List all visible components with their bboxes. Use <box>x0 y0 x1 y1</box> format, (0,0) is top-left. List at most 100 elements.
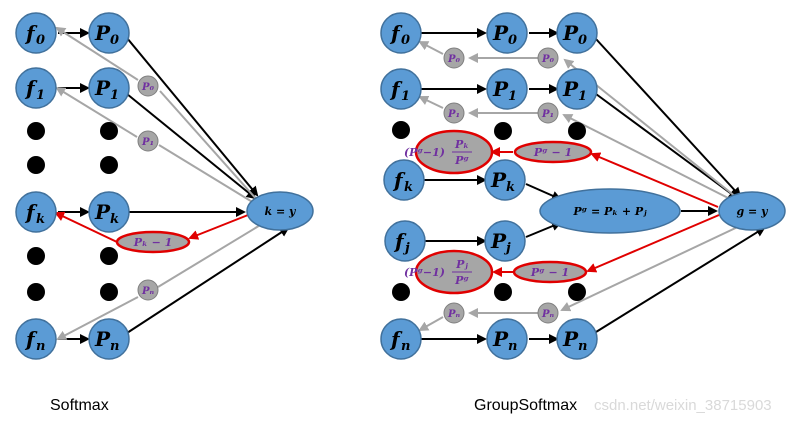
svg-text:f: f <box>392 168 406 192</box>
arrow-pn-target <box>595 226 766 333</box>
svg-text:1: 1 <box>508 89 517 104</box>
svg-text:0: 0 <box>578 33 587 48</box>
svg-text:k: k <box>404 180 413 195</box>
gray-p1small-f1 <box>418 95 444 109</box>
gray-p0small-f0 <box>55 26 139 81</box>
svg-text:P: P <box>94 200 111 224</box>
svg-text:1: 1 <box>36 88 45 103</box>
svg-text:P: P <box>492 77 509 101</box>
svg-text:f: f <box>24 21 38 45</box>
red-gradient-oval: Pₖ − 1 <box>115 230 191 254</box>
arrow-p0-target <box>126 37 259 197</box>
svg-text:Pₖ: Pₖ <box>454 138 469 151</box>
svg-text:k = y: k = y <box>265 205 297 218</box>
ellipsis-dot <box>494 283 512 301</box>
arrow-p0-target <box>595 38 742 198</box>
svg-text:n: n <box>578 339 587 354</box>
small-node-p0: P₀ <box>137 75 159 97</box>
svg-text:n: n <box>36 339 45 354</box>
arrow-pk-group <box>525 183 562 201</box>
ellipsis-dot <box>27 283 45 301</box>
svg-text:f: f <box>389 327 403 351</box>
group-node: Pᵍ = Pₖ + Pⱼ <box>539 188 681 234</box>
svg-text:j: j <box>402 241 410 256</box>
svg-text:P₀: P₀ <box>141 82 155 93</box>
svg-text:1: 1 <box>578 89 587 104</box>
red-fraction-oval-j: (Pᵍ−1) Pⱼ Pᵍ <box>404 249 494 295</box>
svg-text:1: 1 <box>401 89 410 104</box>
svg-text:Pₙ: Pₙ <box>541 309 555 320</box>
svg-text:(Pᵍ−1): (Pᵍ−1) <box>404 266 445 279</box>
svg-text:P: P <box>562 21 579 45</box>
svg-text:f: f <box>389 21 403 45</box>
svg-text:f: f <box>389 77 403 101</box>
small-node-pn: Pₙ <box>137 279 159 301</box>
gray-pnsmall-fn <box>56 296 139 340</box>
svg-text:P₁: P₁ <box>141 137 154 148</box>
red-target-oval <box>188 214 249 240</box>
svg-text:f: f <box>24 327 38 351</box>
svg-text:P: P <box>490 229 507 253</box>
small-node-p0-left: P₀ <box>443 47 465 69</box>
red-fraction-oval-k: (Pᵍ−1) Pₖ Pᵍ <box>404 129 494 175</box>
ellipsis-dot <box>100 247 118 265</box>
svg-text:P₁: P₁ <box>447 109 460 120</box>
gray-pnsmall-fn <box>418 316 444 331</box>
svg-text:Pᵍ: Pᵍ <box>454 274 469 287</box>
svg-text:1: 1 <box>110 88 119 103</box>
svg-text:n: n <box>401 339 410 354</box>
ellipsis-dot <box>392 283 410 301</box>
svg-text:Pᵍ = Pₖ + Pⱼ: Pᵍ = Pₖ + Pⱼ <box>572 205 647 218</box>
red-target-lower-oval <box>586 214 720 273</box>
red-target-upper-oval <box>590 152 719 208</box>
svg-text:Pₙ: Pₙ <box>447 309 461 320</box>
gray-target-p1small <box>158 144 255 204</box>
softmax-caption: Softmax <box>50 397 109 414</box>
svg-text:n: n <box>110 339 119 354</box>
svg-text:P: P <box>490 168 507 192</box>
ellipsis-dot <box>27 247 45 265</box>
ellipsis-dot <box>27 156 45 174</box>
svg-text:0: 0 <box>508 33 517 48</box>
svg-text:Pᵍ − 1: Pᵍ − 1 <box>530 266 569 279</box>
svg-text:P₁: P₁ <box>541 109 554 120</box>
small-node-pn-right: Pₙ <box>537 302 559 324</box>
ellipsis-dot <box>100 156 118 174</box>
svg-text:k: k <box>506 180 515 195</box>
ellipsis-dot <box>100 283 118 301</box>
small-node-p0-right: P₀ <box>537 47 559 69</box>
target-node: g = y <box>718 191 786 231</box>
svg-text:P: P <box>94 21 111 45</box>
svg-text:j: j <box>503 241 511 256</box>
svg-text:Pₙ: Pₙ <box>141 286 155 297</box>
red-gradient-oval-lower: Pᵍ − 1 <box>512 260 588 284</box>
ellipsis-dot <box>568 283 586 301</box>
ellipsis-dot <box>100 122 118 140</box>
svg-text:k: k <box>36 212 45 227</box>
gray-p0small-f0 <box>418 41 444 55</box>
svg-text:P: P <box>562 77 579 101</box>
svg-text:0: 0 <box>110 33 119 48</box>
svg-text:f: f <box>393 229 407 253</box>
ellipsis-dot <box>27 122 45 140</box>
svg-text:P₀: P₀ <box>541 54 555 65</box>
gray-target-pnsmall <box>157 223 263 288</box>
svg-text:0: 0 <box>401 33 410 48</box>
red-gradient-oval-upper: Pᵍ − 1 <box>513 140 593 164</box>
svg-text:P: P <box>94 327 111 351</box>
